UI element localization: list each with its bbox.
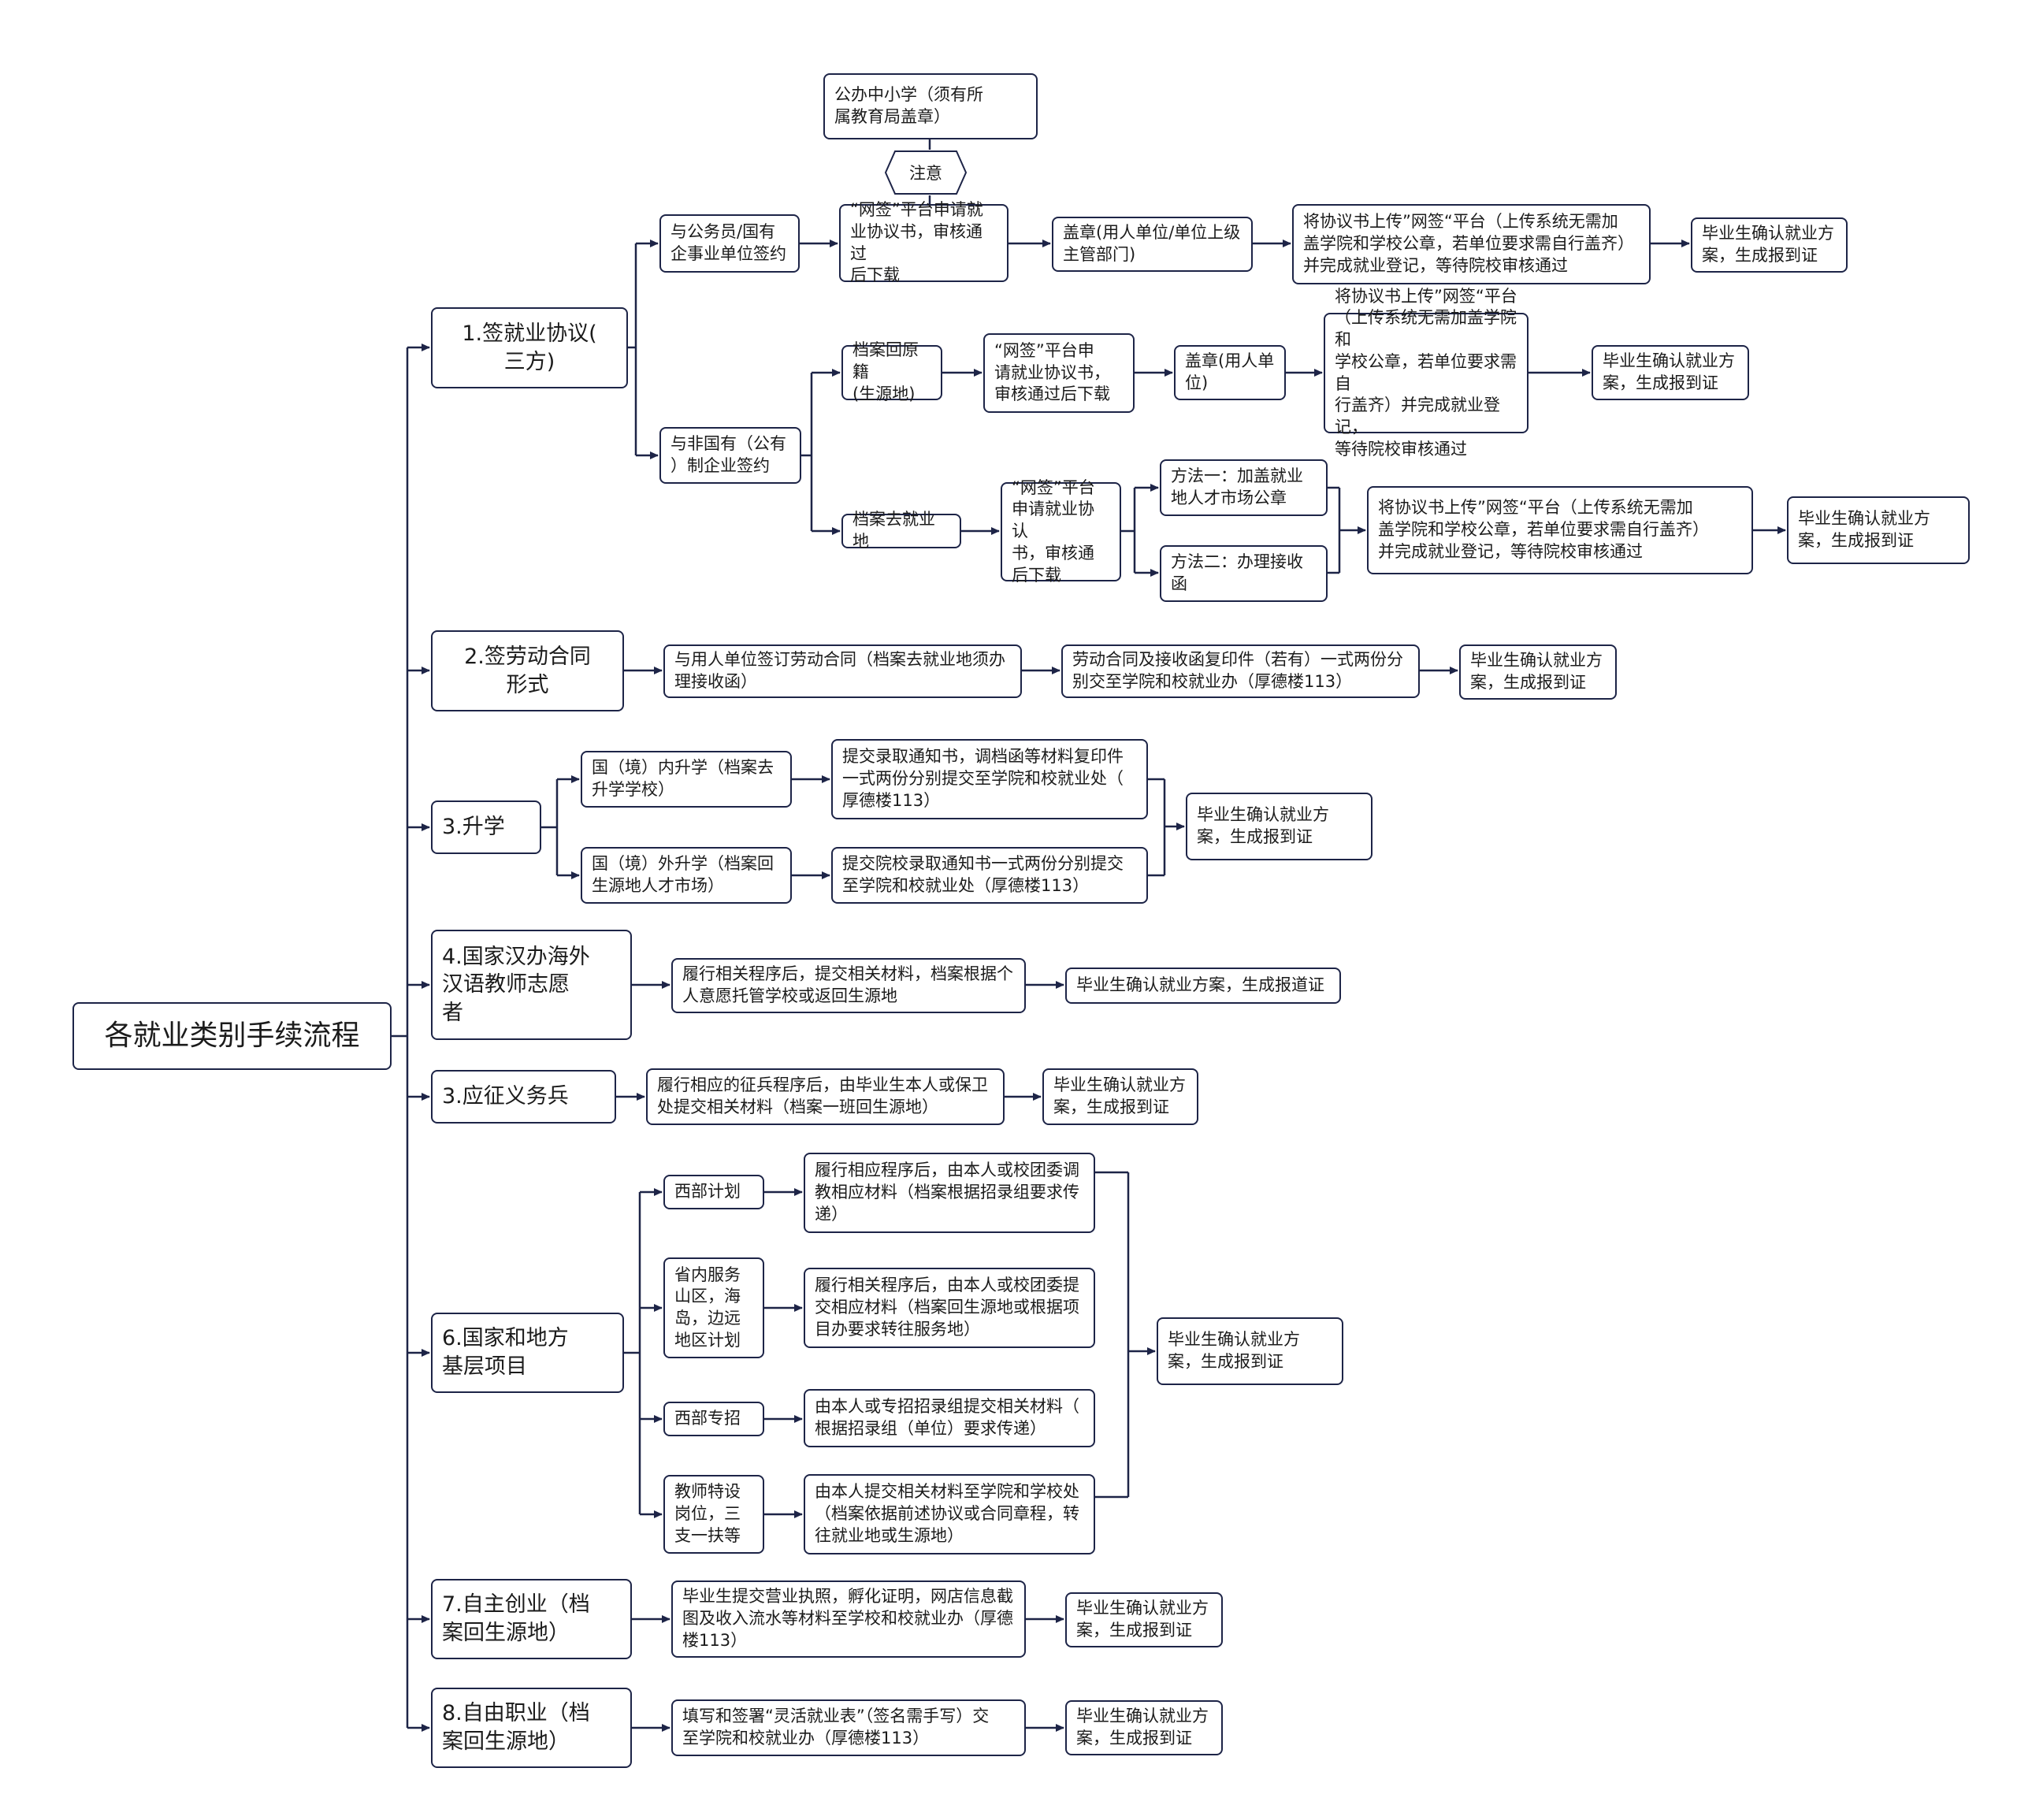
node-hometown-stamp[interactable]: 盖章(用人单 位) [1174,345,1286,400]
node-west-plan-submit[interactable]: 履行相应程序后，由本人或校团委调 教相应材料（档案根据招录组要求传 递） [804,1153,1095,1233]
connector-line [1148,778,1166,877]
node-state-unit-sign[interactable]: 与公务员/国有 企事业单位签约 [659,214,800,273]
node-military-confirm[interactable]: 毕业生确认就业方 案，生成报到证 [1042,1068,1198,1125]
note-tag-label: 注意 [909,164,942,183]
node-workplace-upload[interactable]: 将协议书上传”网签“平台（上传系统无需加 盖学院和学校公章，若单位要求需自行盖齐… [1367,486,1753,574]
node-domestic-submit[interactable]: 提交录取通知书，调档函等材料复印件 一式两份分别提交至学院和校就业处（ 厚德楼1… [831,739,1148,819]
node-grassroots-confirm[interactable]: 毕业生确认就业方 案，生成报到证 [1157,1317,1343,1385]
node-freelance-confirm[interactable]: 毕业生确认就业方 案，生成报到证 [1065,1700,1223,1755]
connector-line [1328,486,1341,574]
node-labor-submit[interactable]: 劳动合同及接收函复印件（若有）一式两份分 别交至学院和校就业办（厚德楼113） [1061,644,1420,698]
branch-further-study[interactable]: 3.升学 [431,800,541,854]
node-province-plan[interactable]: 省内服务 山区，海 岛，边远 地区计划 [663,1257,764,1358]
node-private-sign[interactable]: 与非国有（公有 ）制企业签约 [659,427,801,484]
node-hometown-online-apply[interactable]: “网签”平台申 请就业协议书， 审核通过后下载 [983,333,1135,413]
branch-self-employment[interactable]: 7.自主创业（档 案回生源地） [431,1579,632,1659]
node-military-submit[interactable]: 履行相应的征兵程序后，由毕业生本人或保卫 处提交相关材料（档案一班回生源地） [646,1068,1005,1125]
node-province-plan-submit[interactable]: 履行相关程序后，由本人或校团委提 交相应材料（档案回生源地或根据项 目办要求转往… [804,1268,1095,1348]
note-tag: 注意 [884,150,968,195]
branch-labor-contract[interactable]: 2.签劳动合同 形式 [431,630,624,711]
node-file-hometown[interactable]: 档案回原籍 (生源地) [841,340,942,403]
node-study-confirm[interactable]: 毕业生确认就业方 案，生成报到证 [1186,793,1373,860]
node-labor-sign[interactable]: 与用人单位签订劳动合同（档案去就业地须办 理接收函） [663,644,1022,698]
node-workplace-confirm[interactable]: 毕业生确认就业方 案，生成报到证 [1787,496,1970,564]
node-state-confirm[interactable]: 毕业生确认就业方 案，生成报到证 [1691,217,1848,273]
node-teacher-post-submit[interactable]: 由本人提交相关材料至学院和学校处 （档案依据前述协议或合同章程，转 往就业地或生… [804,1474,1095,1554]
node-state-stamp[interactable]: 盖章(用人单位/单位上级 主管部门) [1052,217,1253,272]
node-hanban-confirm[interactable]: 毕业生确认就业方案，生成报道证 [1065,968,1341,1004]
branch-hanban-volunteer[interactable]: 4.国家汉办海外 汉语教师志愿 者 [431,930,632,1040]
node-west-special[interactable]: 西部专招 [663,1402,764,1436]
node-startup-submit[interactable]: 毕业生提交营业执照，孵化证明，网店信息截 图及收入流水等材料至学校和校就业办（厚… [671,1580,1026,1658]
connector-line [1095,1171,1130,1499]
node-hometown-confirm[interactable]: 毕业生确认就业方 案，生成报到证 [1592,345,1749,400]
branch-sign-agreement[interactable]: 1.签就业协议( 三方) [431,307,628,388]
node-state-upload[interactable]: 将协议书上传”网签“平台（上传系统无需加 盖学院和学校公章，若单位要求需自行盖齐… [1292,204,1651,284]
node-freelance-submit[interactable]: 填写和签署“灵活就业表”（签名需手写）交 至学院和校就业办（厚德楼113） [671,1699,1026,1756]
node-workplace-online-apply[interactable]: “网签”平台 申请就业协认 书，审核通 后下载 [1001,478,1121,585]
node-hometown-upload[interactable]: 将协议书上传”网签“平台 （上传系统无需加盖学院和 学校公章，若单位要求需自 行… [1324,287,1529,459]
node-method-two[interactable]: 方法二：办理接收 函 [1160,545,1328,602]
branch-military-service[interactable]: 3.应征义务兵 [431,1070,616,1124]
node-file-workplace[interactable]: 档案去就业地 [841,510,961,551]
node-overseas-study[interactable]: 国（境）外升学（档案回 生源地人才市场） [581,847,792,904]
node-overseas-submit[interactable]: 提交院校录取通知书一式两份分别提交 至学院和校就业处（厚德楼113） [831,847,1148,904]
branch-grassroots-project[interactable]: 6.国家和地方 基层项目 [431,1313,624,1393]
node-teacher-post[interactable]: 教师特设 岗位，三 支一扶等 [663,1475,764,1554]
node-method-one[interactable]: 方法一：加盖就业 地人才市场公章 [1160,459,1328,516]
node-state-online-apply[interactable]: “网签”平台申请就 业协议书，审核通过 后下载 [839,200,1008,284]
node-west-special-submit[interactable]: 由本人或专招招录组提交相关材料（ 根据招录组（单位）要求传递） [804,1389,1095,1447]
branch-freelance[interactable]: 8.自由职业（档 案回生源地） [431,1688,632,1768]
note-public-school[interactable]: 公办中小学（须有所 属教育局盖章） [823,73,1038,139]
node-hanban-submit[interactable]: 履行相关程序后，提交相关材料，档案根据个 人意愿托管学校或返回生源地 [671,958,1026,1013]
root-node[interactable]: 各就业类别手续流程 [72,1002,392,1070]
node-startup-confirm[interactable]: 毕业生确认就业方 案，生成报到证 [1065,1592,1223,1647]
node-west-plan[interactable]: 西部计划 [663,1175,764,1209]
node-domestic-study[interactable]: 国（境）内升学（档案去 升学学校） [581,751,792,808]
node-labor-confirm[interactable]: 毕业生确认就业方 案，生成报到证 [1459,644,1617,700]
